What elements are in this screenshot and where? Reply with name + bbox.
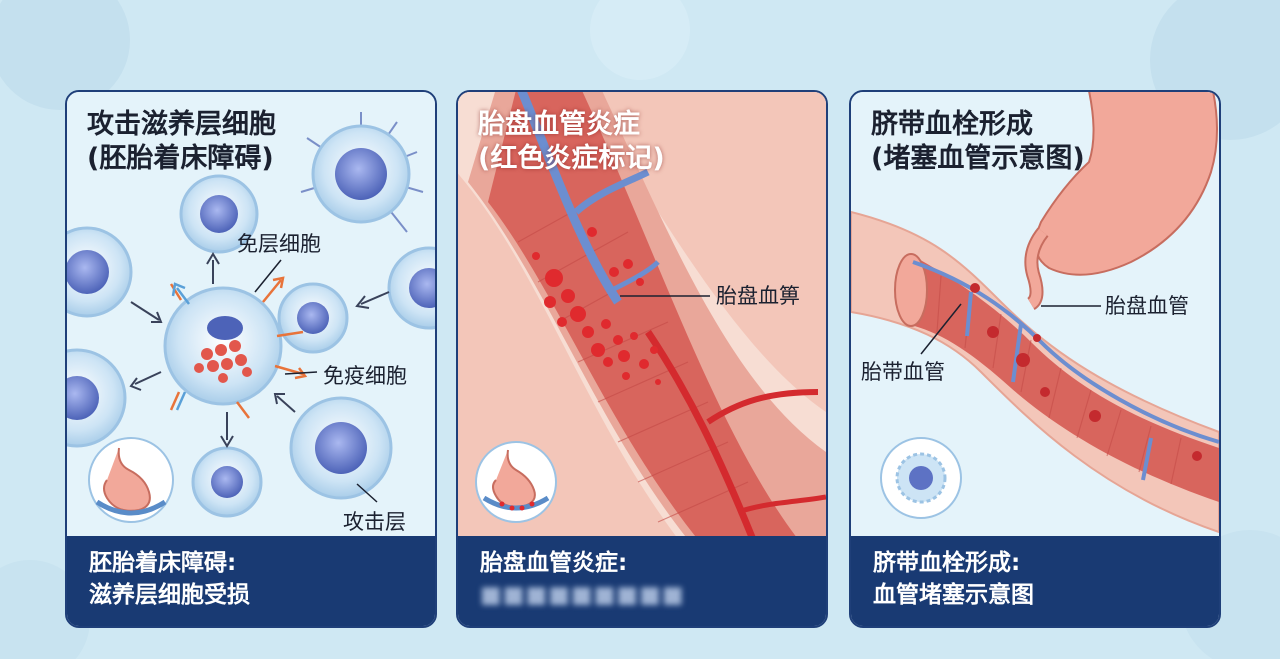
panel-title: 攻击滋养层细胞 (胚胎着床障碍) — [87, 108, 276, 176]
label-attack-layer: 攻击层 — [343, 510, 406, 534]
panel-trophoblast-attack: 攻击滋养层细胞 (胚胎着床障碍) 免层细胞 免疫细胞 攻击层 胚胎着床障碍: 滋… — [65, 90, 437, 628]
footer-line-2: 血管堵塞示意图 — [873, 579, 1197, 611]
footer-line-1: 胎盘血管炎症: — [480, 547, 804, 579]
title-line-1: 脐带血栓形成 — [871, 108, 1085, 142]
title-line-2: (红色炎症标记) — [478, 142, 665, 176]
title-line-1: 攻击滋养层细胞 — [87, 108, 276, 142]
panel-title: 脐带血栓形成 (堵塞血管示意图) — [871, 108, 1085, 176]
stomach-inflamed-icon — [476, 442, 556, 522]
footer-line-1: 胚胎着床障碍: — [89, 547, 413, 579]
footer-line-2-obscured: ■■■■■■■■■ — [480, 579, 804, 611]
central-trophoblast-cell — [165, 288, 281, 404]
panel-title: 胎盘血管炎症 (红色炎症标记) — [478, 108, 665, 176]
panel-footer: 胎盘血管炎症: ■■■■■■■■■ — [458, 536, 826, 626]
panel-umbilical-thrombus: 脐带血栓形成 (堵塞血管示意图) 胎盘血管 胎带血管 脐带血栓形成: 血管堵塞示… — [849, 90, 1221, 628]
panel-footer: 胚胎着床障碍: 滋养层细胞受损 — [67, 536, 435, 626]
footer-line-1: 脐带血栓形成: — [873, 547, 1197, 579]
footer-line-2: 滋养层细胞受损 — [89, 579, 413, 611]
label-placental-vessel: 胎盘血管 — [1105, 294, 1189, 318]
label-placental-vessel: 胎盘血箅 — [716, 284, 800, 308]
label-immune-cell: 免疫细胞 — [323, 364, 407, 388]
panel-footer: 脐带血栓形成: 血管堵塞示意图 — [851, 536, 1219, 626]
stomach-icon — [89, 438, 173, 522]
panel-placental-vasculitis: 胎盘血管炎症 (红色炎症标记) 胎盘血箅 胎盘血管炎症: ■■■■■■■■■ — [456, 90, 828, 628]
title-line-2: (堵塞血管示意图) — [871, 142, 1085, 176]
title-line-2: (胚胎着床障碍) — [87, 142, 276, 176]
label-umbilical-vessel: 胎带血管 — [861, 360, 945, 384]
immune-cell-icon — [881, 438, 961, 518]
title-line-1: 胎盘血管炎症 — [478, 108, 665, 142]
label-immune-layer: 免层细胞 — [237, 232, 321, 256]
